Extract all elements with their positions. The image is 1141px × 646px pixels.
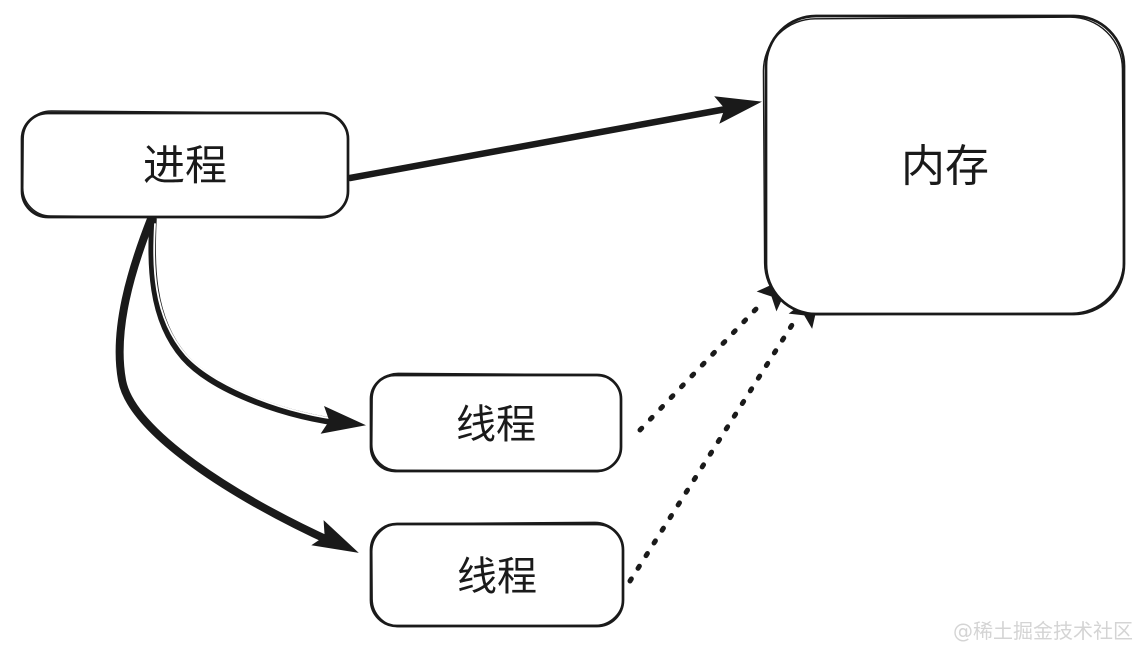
thread1-node: 线程	[369, 372, 623, 473]
arrowhead-icon	[320, 405, 366, 434]
arrow-process-to-thread2	[115, 215, 359, 553]
arrowhead-icon	[311, 520, 359, 553]
thread1-label: 线程	[456, 402, 536, 448]
watermark: @稀土掘金技术社区	[953, 619, 1133, 643]
dotted-arrow-thread2-to-memory	[627, 289, 822, 584]
memory-label: 内存	[901, 141, 989, 192]
arrowhead-icon	[714, 96, 762, 124]
arrow-process-to-memory	[346, 96, 762, 182]
arrow-process-to-thread1	[148, 215, 366, 434]
thread2-label: 线程	[457, 554, 537, 600]
thread2-node: 线程	[369, 521, 625, 628]
process-label: 进程	[143, 141, 227, 190]
memory-node: 内存	[762, 14, 1126, 316]
process-node: 进程	[20, 110, 350, 219]
